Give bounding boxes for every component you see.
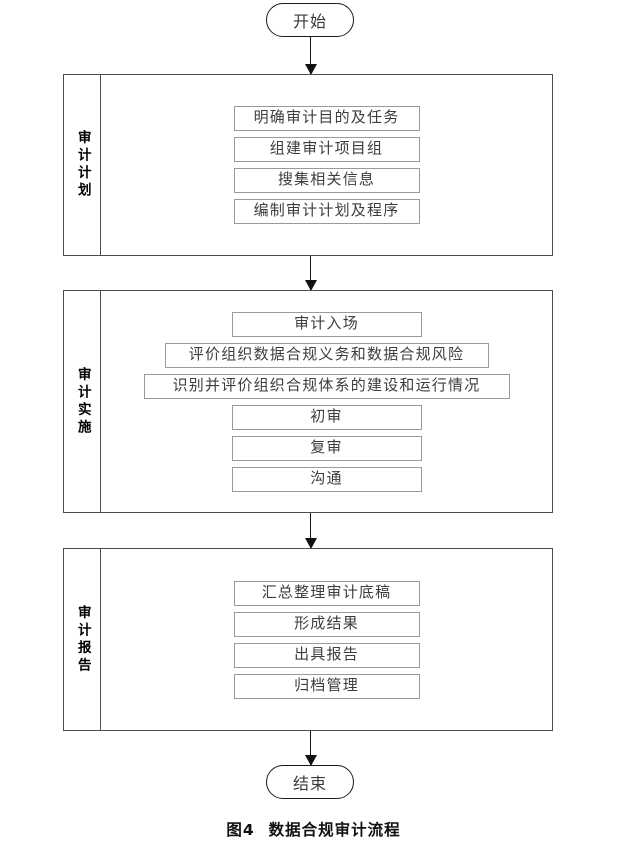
arrow-down-icon xyxy=(304,280,317,291)
phase-audit-report-label-text: 审计报告 xyxy=(74,604,91,675)
phase-audit-report-label: 审计报告 xyxy=(64,549,101,730)
step-box[interactable]: 形成结果 xyxy=(233,611,420,637)
phase-audit-plan-label: 审计计划 xyxy=(64,75,101,255)
step-box[interactable]: 搜集相关信息 xyxy=(233,168,420,193)
step-box[interactable]: 沟通 xyxy=(231,466,422,492)
phase-audit-execution-steps: 审计入场 评价组织数据合规义务和数据合规风险 识别并评价组织合规体系的建设和运行… xyxy=(101,291,552,512)
figure-caption: 图4 数据合规审计流程 xyxy=(0,818,627,840)
step-box[interactable]: 编制审计计划及程序 xyxy=(233,199,420,224)
step-box[interactable]: 出具报告 xyxy=(233,642,420,668)
phase-audit-execution-label: 审计实施 xyxy=(64,291,101,512)
arrow-down-icon xyxy=(304,538,317,549)
arrow-down-icon xyxy=(304,755,317,766)
step-box[interactable]: 审计入场 xyxy=(231,311,422,337)
connector-plan-to-exec xyxy=(304,256,317,291)
phase-audit-plan: 审计计划 明确审计目的及任务 组建审计项目组 搜集相关信息 编制审计计划及程序 xyxy=(63,74,553,256)
end-terminator-label: 结束 xyxy=(292,776,327,793)
step-box[interactable]: 明确审计目的及任务 xyxy=(233,106,420,131)
step-box[interactable]: 评价组织数据合规义务和数据合规风险 xyxy=(164,342,489,368)
phase-audit-execution: 审计实施 审计入场 评价组织数据合规义务和数据合规风险 识别并评价组织合规体系的… xyxy=(63,290,553,513)
step-box[interactable]: 初审 xyxy=(231,404,422,430)
phase-audit-execution-label-text: 审计实施 xyxy=(74,366,91,437)
phase-audit-report: 审计报告 汇总整理审计底稿 形成结果 出具报告 归档管理 xyxy=(63,548,553,731)
arrow-down-icon xyxy=(304,64,317,75)
connector-exec-to-report xyxy=(304,513,317,549)
step-box[interactable]: 识别并评价组织合规体系的建设和运行情况 xyxy=(143,373,510,399)
figure-caption-number: 图4 xyxy=(226,821,255,839)
connector-start-to-plan xyxy=(304,37,317,75)
start-terminator-label: 开始 xyxy=(292,14,327,31)
step-box[interactable]: 组建审计项目组 xyxy=(233,137,420,162)
phase-audit-plan-label-text: 审计计划 xyxy=(74,130,91,200)
phase-audit-report-steps: 汇总整理审计底稿 形成结果 出具报告 归档管理 xyxy=(101,549,552,730)
phase-audit-plan-steps: 明确审计目的及任务 组建审计项目组 搜集相关信息 编制审计计划及程序 xyxy=(101,75,552,255)
figure-caption-title: 数据合规审计流程 xyxy=(268,821,401,839)
connector-report-to-end xyxy=(304,731,317,766)
start-terminator: 开始 xyxy=(266,3,354,37)
end-terminator: 结束 xyxy=(266,765,354,799)
step-box[interactable]: 归档管理 xyxy=(233,673,420,699)
step-box[interactable]: 汇总整理审计底稿 xyxy=(233,580,420,606)
step-box[interactable]: 复审 xyxy=(231,435,422,461)
